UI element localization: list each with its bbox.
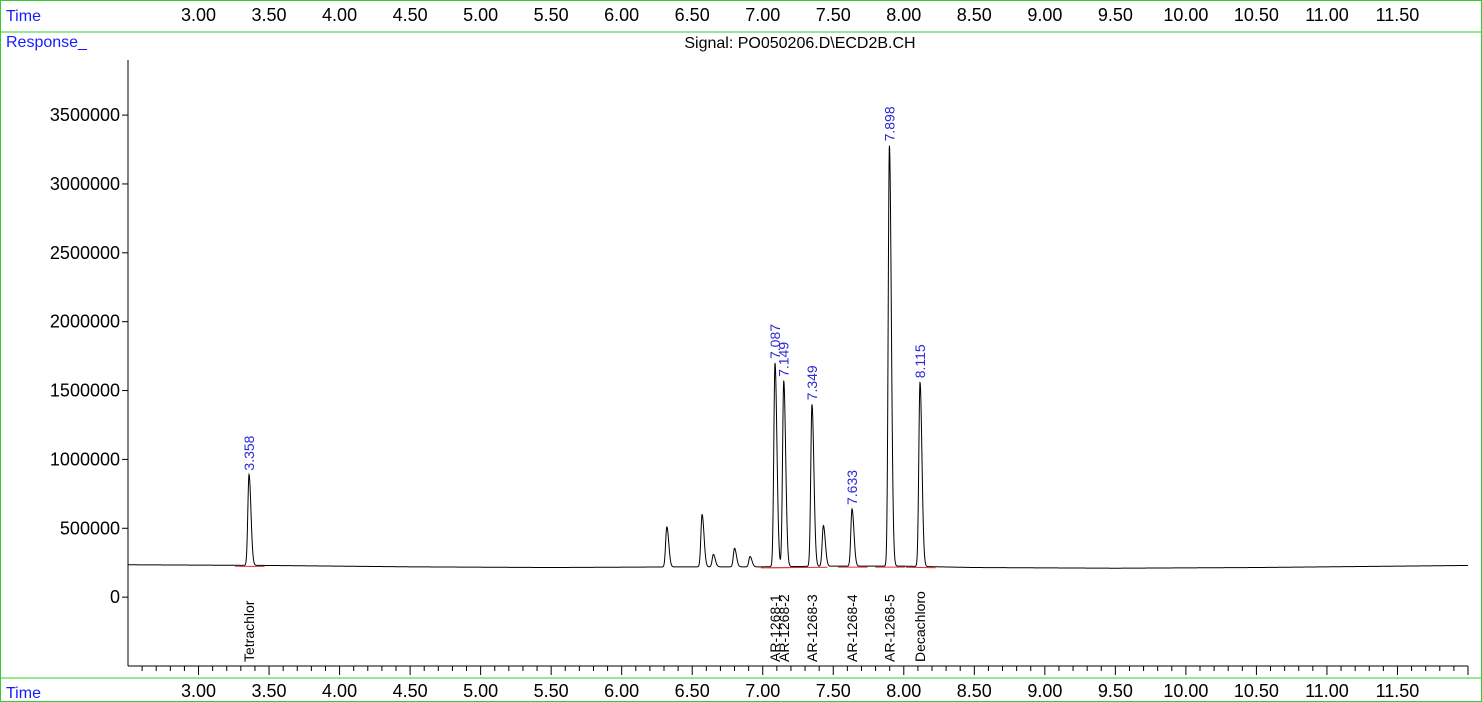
x-tick-label: 11.50: [1376, 681, 1420, 701]
compound-label: Decachloro: [912, 591, 928, 662]
compound-label: Tetrachlor: [241, 600, 257, 662]
y-tick-label: 1500000: [50, 381, 120, 401]
retention-time-label: 3.358: [241, 435, 257, 470]
top-x-tick-label: 8.00: [886, 5, 921, 25]
compound-label: AR-1268-4: [844, 594, 860, 662]
x-tick-label: 9.00: [1027, 681, 1062, 701]
top-x-tick-label: 4.00: [322, 5, 357, 25]
top-x-tick-label: 7.00: [745, 5, 780, 25]
x-tick-label: 9.50: [1098, 681, 1133, 701]
compound-label: AR-1268-1: [767, 594, 783, 662]
response-label: Response_: [6, 34, 88, 51]
top-x-tick-label: 10.00: [1163, 5, 1208, 25]
y-tick-label: 500000: [60, 518, 120, 538]
x-tick-label: 8.00: [886, 681, 921, 701]
top-x-tick-label: 8.50: [957, 5, 992, 25]
signal-trace: [128, 145, 1468, 569]
top-x-tick-label: 5.00: [463, 5, 498, 25]
y-tick-label: 3500000: [50, 105, 120, 125]
top-x-tick-label: 3.00: [181, 5, 216, 25]
y-tick-label: 3000000: [50, 174, 120, 194]
x-tick-label: 11.00: [1305, 681, 1349, 701]
x-tick-label: 6.00: [604, 681, 639, 701]
top-x-tick-label: 11.50: [1376, 5, 1420, 25]
top-x-tick-label: 7.50: [816, 5, 851, 25]
top-x-tick-label: 6.50: [675, 5, 710, 25]
retention-time-label: 7.349: [804, 365, 820, 400]
y-axis: 0 500000 1000000 1500000 2000000 2500000 30000…: [50, 60, 129, 666]
x-tick-label: 5.00: [463, 681, 498, 701]
y-tick-label: 2500000: [50, 243, 120, 263]
top-x-tick-labels: 3.00 3.50 4.00 4.50 5.00 5.50 6.00 6.50 7.00 7.50…: [181, 5, 1419, 25]
retention-time-label: 7.087: [767, 324, 783, 359]
signal-traces: [128, 145, 1468, 569]
compound-label: AR-1268-2: [776, 594, 792, 662]
x-tick-label: 6.50: [675, 681, 710, 701]
x-tick-label: 10.50: [1234, 681, 1279, 701]
retention-time-label: 7.149: [776, 342, 792, 377]
x-tick-label: 4.50: [393, 681, 428, 701]
top-x-tick-label: 5.50: [534, 5, 569, 25]
y-tick-label: 0: [110, 587, 120, 607]
retention-time-label: 7.898: [881, 106, 897, 141]
signal-title: Signal: PO050206.D\ECD2B.CH: [684, 35, 915, 52]
x-tick-label: 10.00: [1163, 681, 1208, 701]
compound-label: AR-1268-3: [804, 594, 820, 662]
retention-time-label: 7.633: [844, 470, 860, 505]
top-x-tick-label: 3.50: [252, 5, 287, 25]
bottom-time-label: Time: [6, 685, 41, 702]
x-tick-label: 5.50: [534, 681, 569, 701]
top-x-tick-label: 4.50: [393, 5, 428, 25]
x-axis: 3.00 3.50 4.00 4.50 5.00 5.50 6.00 6.50 7.00 7.50…: [128, 665, 1469, 701]
top-x-tick-label: 6.00: [604, 5, 639, 25]
y-tick-label: 1000000: [50, 449, 120, 469]
x-tick-label: 7.00: [745, 681, 780, 701]
retention-time-label: 8.115: [912, 344, 928, 378]
x-tick-label: 8.50: [957, 681, 992, 701]
top-x-tick-label: 9.00: [1027, 5, 1062, 25]
top-time-label: Time: [6, 8, 41, 25]
x-tick-label: 4.00: [322, 681, 357, 701]
x-tick-label: 7.50: [816, 681, 851, 701]
top-x-tick-label: 11.00: [1305, 5, 1349, 25]
top-x-tick-label: 10.50: [1234, 5, 1279, 25]
x-tick-label: 3.50: [252, 681, 287, 701]
compound-label: AR-1268-5: [881, 594, 897, 662]
y-tick-label: 2000000: [50, 312, 120, 332]
x-tick-label: 3.00: [181, 681, 216, 701]
integration-baseline: [905, 566, 936, 569]
top-x-tick-label: 9.50: [1098, 5, 1133, 25]
